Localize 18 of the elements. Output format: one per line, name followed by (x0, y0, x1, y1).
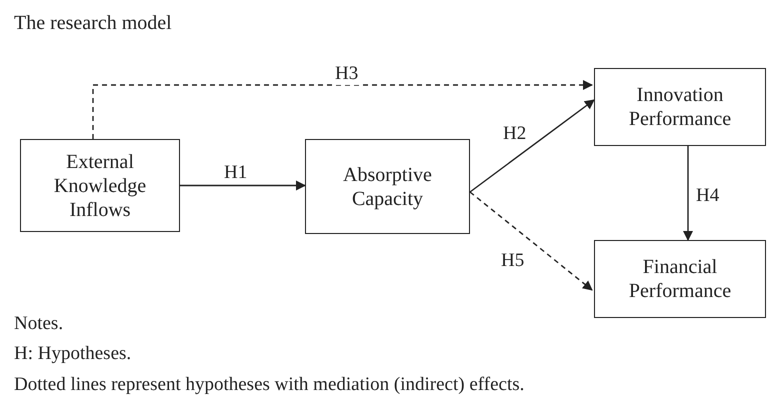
note-text: Notes. (14, 313, 64, 335)
process-box (305, 139, 470, 234)
arrow (470, 99, 595, 193)
arrow (92, 80, 593, 139)
arrow (180, 180, 306, 190)
arrow (470, 191, 593, 291)
process-box (594, 68, 766, 146)
box-text: Innovation Performance (628, 83, 732, 131)
box-text: External Knowledge Inflows (52, 150, 148, 222)
process-box (20, 139, 180, 232)
diagram-title: The research model (14, 12, 172, 35)
box-text: Absorptive Capacity (342, 162, 433, 210)
edge-label: H3 (333, 63, 360, 85)
note-text: Dotted lines represent hypotheses with mediation (indirect) effects. (14, 374, 524, 396)
note-text: H: Hypotheses. (14, 343, 132, 365)
process-box (594, 240, 766, 318)
arrow (683, 146, 693, 241)
box-text: Financial Performance (628, 255, 732, 303)
